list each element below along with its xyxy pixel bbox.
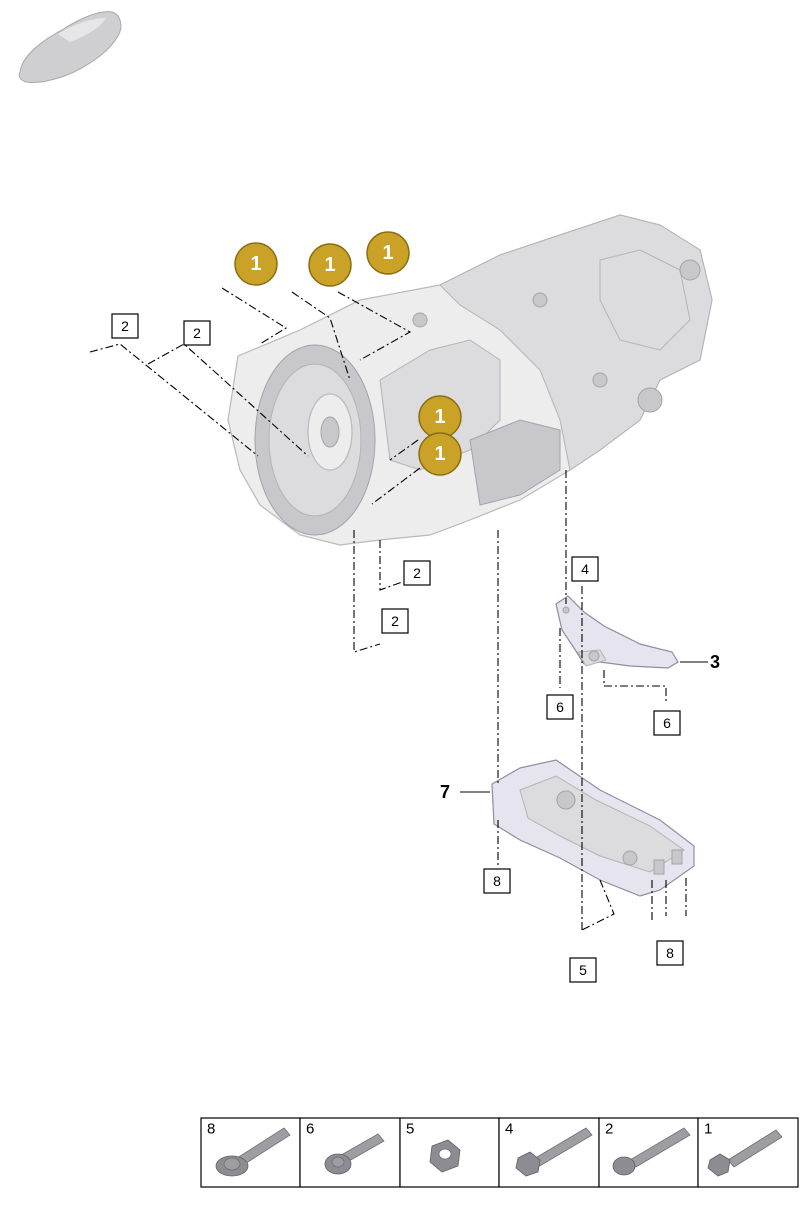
hex-bolt-short-icon bbox=[707, 1129, 783, 1177]
boxed-callout[interactable]: 2 bbox=[111, 313, 139, 339]
boxed-callout-label: 6 bbox=[556, 699, 564, 715]
hex-bolt-long-icon bbox=[515, 1127, 593, 1177]
car-silhouette-icon[interactable] bbox=[18, 11, 122, 83]
boxed-callout[interactable]: 6 bbox=[653, 710, 681, 736]
boxed-callout-label: 5 bbox=[579, 962, 587, 978]
boxed-callout[interactable]: 6 bbox=[546, 694, 574, 720]
gold-callout-label: 1 bbox=[434, 443, 445, 465]
boxed-callout-label: 2 bbox=[413, 565, 421, 581]
boxed-callout[interactable]: 2 bbox=[403, 560, 431, 586]
boxed-callout-label: 8 bbox=[666, 945, 674, 961]
gold-callout[interactable]: 1 bbox=[366, 231, 410, 275]
hardware-number: 1 bbox=[704, 1120, 712, 1137]
gold-callout[interactable]: 1 bbox=[418, 432, 462, 476]
boxed-callout-label: 6 bbox=[663, 715, 671, 731]
gold-callout-label: 1 bbox=[324, 254, 335, 276]
hardware-number: 4 bbox=[505, 1120, 513, 1137]
boxed-callout-label: 4 bbox=[581, 561, 589, 577]
boxed-callout[interactable]: 2 bbox=[183, 320, 211, 346]
hardware-number: 8 bbox=[207, 1120, 215, 1137]
mount-bracket[interactable] bbox=[555, 595, 679, 669]
bold-callout-3[interactable]: 3 bbox=[710, 652, 720, 672]
spline-bolt-long-icon bbox=[612, 1127, 691, 1176]
transmission-assembly[interactable] bbox=[227, 214, 713, 546]
boxed-callout-label: 2 bbox=[391, 613, 399, 629]
boxed-callout-label: 2 bbox=[193, 325, 201, 341]
boxed-callout[interactable]: 4 bbox=[571, 556, 599, 582]
boxed-callout-label: 8 bbox=[493, 873, 501, 889]
hex-nut-icon bbox=[429, 1139, 461, 1173]
boxed-callout-label: 2 bbox=[121, 318, 129, 334]
gold-callout[interactable]: 1 bbox=[308, 243, 352, 287]
spline-bolt-icon bbox=[324, 1133, 385, 1175]
boxed-callout[interactable]: 5 bbox=[569, 957, 597, 983]
boxed-callout[interactable]: 8 bbox=[656, 940, 684, 966]
gold-callout-label: 1 bbox=[434, 406, 445, 428]
gold-callout-label: 1 bbox=[382, 242, 393, 264]
hardware-number: 6 bbox=[306, 1120, 314, 1137]
gold-callout-label: 1 bbox=[250, 253, 261, 275]
hardware-number: 2 bbox=[605, 1120, 613, 1137]
hardware-table: 8 6 5 4 2 1 bbox=[200, 1117, 799, 1188]
flange-bolt-long-icon bbox=[215, 1127, 291, 1177]
gold-callout[interactable]: 1 bbox=[418, 395, 462, 439]
leader-lines bbox=[89, 287, 708, 932]
boxed-callout[interactable]: 2 bbox=[381, 608, 409, 634]
gold-callout[interactable]: 1 bbox=[234, 242, 278, 286]
cross-member[interactable] bbox=[491, 759, 695, 897]
boxed-callout[interactable]: 8 bbox=[483, 868, 511, 894]
bold-callout-7[interactable]: 7 bbox=[440, 782, 450, 802]
hardware-number: 5 bbox=[406, 1120, 414, 1137]
